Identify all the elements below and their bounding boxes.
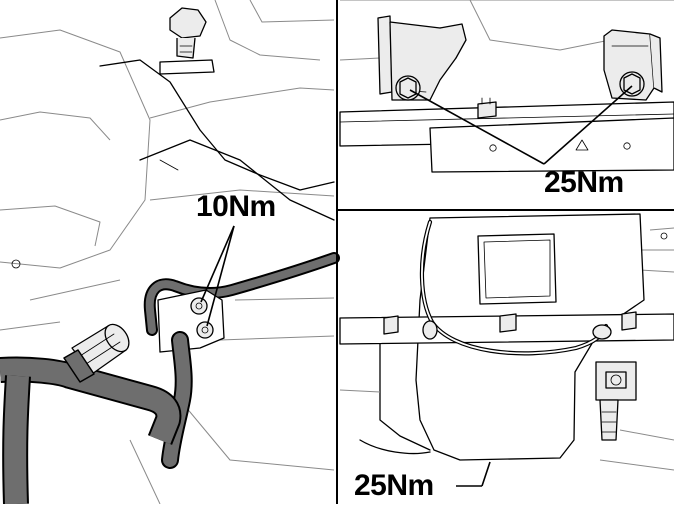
right-top-leader-lines — [409, 85, 633, 165]
right-top-left-bracket — [377, 15, 467, 101]
right-top-bolt-left — [395, 75, 421, 101]
left-top-bolt — [159, 7, 215, 75]
torque-label-25nm-bottom: 25Nm — [354, 469, 434, 502]
left-bolt-upper — [190, 297, 208, 315]
right-bottom-mount — [595, 361, 637, 441]
right-top-panel — [339, 0, 674, 173]
left-leader-lines — [200, 225, 235, 327]
hose-coupling — [63, 323, 130, 383]
right-bottom-panel — [339, 213, 674, 487]
left-panel — [0, 0, 340, 505]
right-bottom-leader-tip — [481, 461, 491, 487]
left-bolt-lower — [196, 321, 214, 339]
torque-label-10nm: 10Nm — [196, 190, 276, 223]
torque-label-25nm-top: 25Nm — [544, 166, 624, 199]
right-top-bolt-right — [619, 71, 645, 97]
